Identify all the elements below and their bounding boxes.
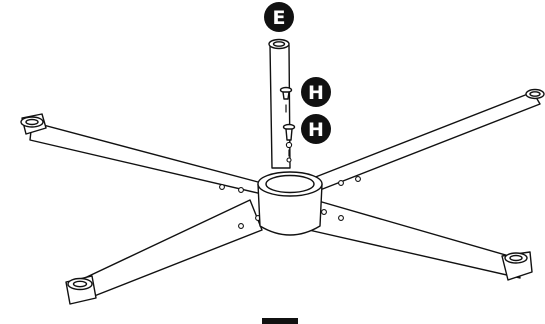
center-hub bbox=[257, 171, 323, 236]
base-arm-left-back bbox=[20, 113, 263, 195]
svg-text:H: H bbox=[308, 119, 324, 141]
base-arm-right-back bbox=[312, 88, 545, 191]
base-arm-front-left bbox=[65, 199, 263, 305]
part-label-h-bottom: H bbox=[301, 114, 331, 144]
base-arm-back bbox=[268, 38, 291, 169]
svg-text:E: E bbox=[273, 7, 286, 29]
svg-text:H: H bbox=[308, 82, 324, 104]
part-label-h-top: H bbox=[301, 77, 331, 107]
part-label-e: E bbox=[264, 2, 294, 32]
base-arm-front-right bbox=[299, 197, 533, 281]
screw-bottom bbox=[282, 123, 296, 163]
page-bar-mark bbox=[262, 318, 298, 324]
screw-top bbox=[279, 86, 293, 113]
